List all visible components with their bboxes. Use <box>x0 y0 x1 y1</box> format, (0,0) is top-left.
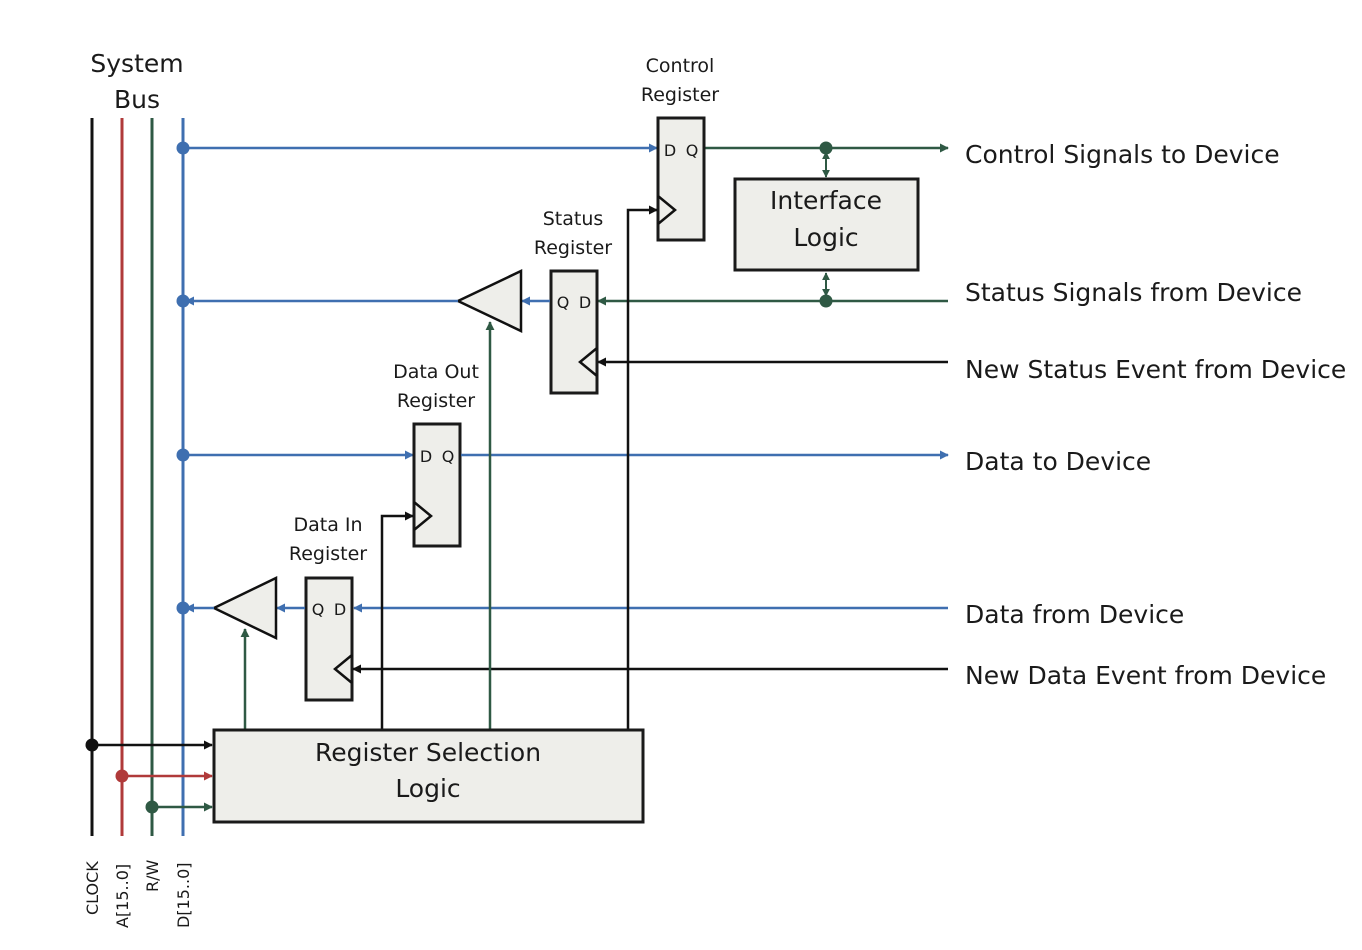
data-in-tristate-buffer-icon <box>211 576 278 640</box>
control-register-title-line1: Control <box>646 55 715 77</box>
data-out-register-pin-d: D <box>420 447 432 466</box>
device-label-status-event: New Status Event from Device <box>965 355 1346 384</box>
rw-tap-dot <box>145 800 159 814</box>
bus-tap-data-in <box>176 601 190 615</box>
bus-tap-data-out <box>176 448 190 462</box>
device-label-control-signals: Control Signals to Device <box>965 140 1280 169</box>
device-label-data-from: Data from Device <box>965 600 1184 629</box>
bus-label-address: A[15..0] <box>113 864 132 928</box>
data-out-register-clock-icon <box>413 501 433 531</box>
status-register-pin-q: Q <box>557 293 570 312</box>
data-in-register-title-line1: Data In <box>293 514 362 536</box>
bus-tap-status <box>176 294 190 308</box>
bus-label-data: D[15..0] <box>174 862 193 928</box>
status-tristate-buffer-icon <box>455 269 523 333</box>
status-register-box <box>549 269 599 395</box>
data-out-register-pin-q: Q <box>442 447 455 466</box>
interface-logic-line2: Logic <box>793 223 858 252</box>
device-label-status-signals: Status Signals from Device <box>965 278 1302 307</box>
data-in-register-box <box>304 576 354 702</box>
system-bus <box>90 118 185 836</box>
interface-logic-line1: Interface <box>770 186 882 215</box>
control-register-title-line2: Register <box>641 84 719 106</box>
device-label-data-to: Data to Device <box>965 447 1151 476</box>
device-label-data-event: New Data Event from Device <box>965 661 1326 690</box>
register-selection-line2: Logic <box>395 774 460 803</box>
data-out-register-title-line1: Data Out <box>393 361 479 383</box>
register-selection-line1: Register Selection <box>315 738 541 767</box>
status-register-title-line1: Status <box>543 208 604 230</box>
clock-tap-dot <box>85 738 99 752</box>
data-out-register-box <box>412 422 462 548</box>
status-register-pin-d: D <box>579 293 591 312</box>
control-register-box <box>656 116 706 242</box>
interface-logic-box <box>733 177 920 272</box>
control-register-clock-icon <box>657 195 677 225</box>
address-tap-dot <box>115 769 129 783</box>
system-bus-title-line1: System <box>90 49 183 78</box>
system-bus-title-line2: Bus <box>114 85 160 114</box>
status-register-title-line2: Register <box>534 237 612 259</box>
data-in-register-pin-d: D <box>334 600 346 619</box>
register-selection-logic-box <box>212 728 645 824</box>
bus-tap-control <box>176 141 190 155</box>
data-in-register-pin-q: Q <box>312 600 325 619</box>
data-in-register-title-line2: Register <box>289 543 367 565</box>
bus-label-rw: R/W <box>143 859 162 892</box>
control-register-pin-d: D <box>664 141 676 160</box>
status-register-clock-icon <box>578 347 598 377</box>
status-tap-dot <box>819 294 833 308</box>
select-to-data-out-clock-wire <box>380 511 414 730</box>
data-in-register-clock-icon <box>333 654 353 684</box>
control-register-pin-q: Q <box>686 141 699 160</box>
data-out-register-title-line2: Register <box>397 390 475 412</box>
select-to-control-clock-wire <box>626 205 658 730</box>
bus-label-clock: CLOCK <box>83 861 102 915</box>
